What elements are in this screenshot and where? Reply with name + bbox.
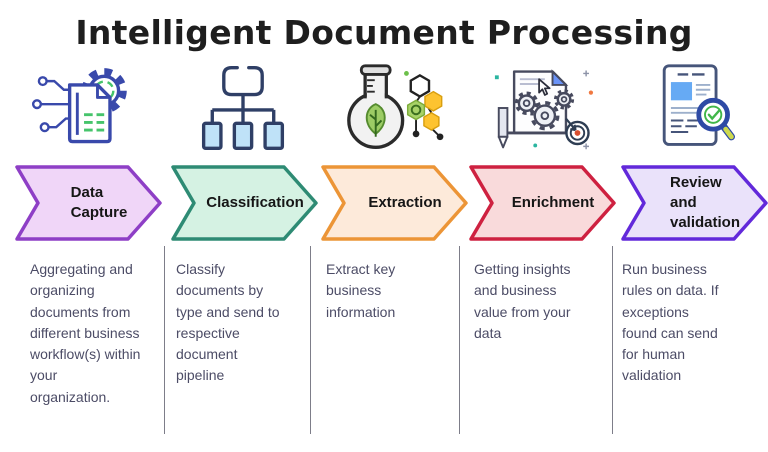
chevron-banner-shape — [321, 165, 468, 241]
stage-icon-slot — [10, 58, 160, 158]
stage-icon-slot — [318, 58, 468, 158]
stage-description: Run business rules on data. If exception… — [622, 261, 719, 384]
document-gears-target-icon — [494, 69, 594, 150]
chevron-banner-shape — [171, 165, 318, 241]
stage-description: Aggregating and organizing documents fro… — [30, 261, 141, 405]
column-divider — [612, 246, 613, 434]
column-divider — [164, 246, 165, 434]
stage-description: Getting insights and business value from… — [474, 261, 571, 341]
hierarchy-tree-icon — [201, 66, 285, 150]
chevron-banner-shape — [15, 165, 162, 241]
column-divider — [459, 246, 460, 434]
stage-icon-slot — [618, 58, 768, 158]
stage-icon-slot — [168, 58, 318, 158]
stage-label: Data Capture — [70, 183, 128, 221]
banner-review-validation: Review and validation — [620, 163, 768, 243]
stage-label: Extraction — [368, 193, 442, 211]
document-magnifier-check-icon — [662, 64, 735, 146]
stage-label: Classification — [206, 193, 304, 211]
column-divider — [310, 246, 311, 434]
stage-description: Classify documents by type and send to r… — [176, 261, 280, 384]
banner-classification: Classification — [170, 163, 320, 243]
stage-label: Review and validation — [669, 173, 740, 232]
page-title: Intelligent Document Processing — [75, 13, 693, 52]
banner-data-capture: Data Capture — [14, 163, 164, 243]
stage-icon-slot — [466, 58, 616, 158]
flask-molecule-icon — [347, 64, 444, 150]
chevron-banner-shape — [469, 165, 616, 241]
stage-label: Enrichment — [511, 193, 595, 211]
chevron-banner-shape — [621, 165, 768, 241]
document-gear-circuit-icon — [31, 68, 127, 144]
banner-enrichment: Enrichment — [468, 163, 618, 243]
banner-extraction: Extraction — [320, 163, 470, 243]
stage-description: Extract key business information — [326, 261, 396, 320]
